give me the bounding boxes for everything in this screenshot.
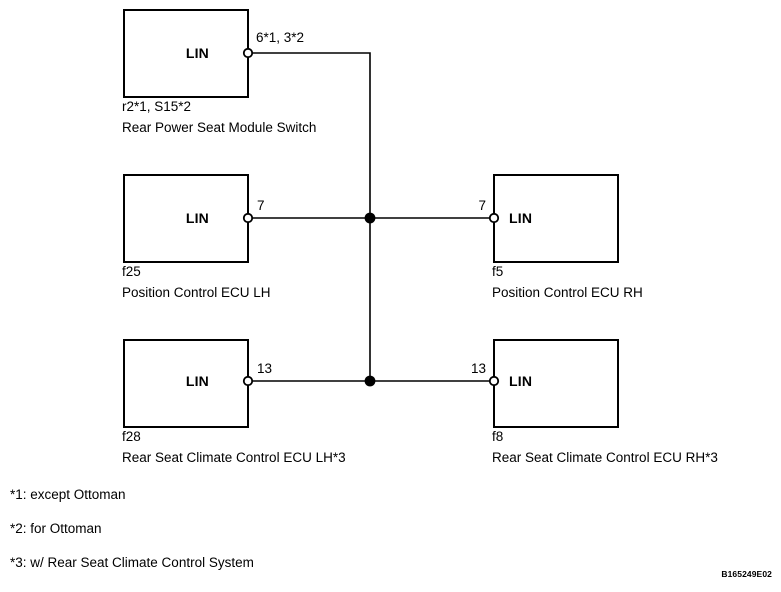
footnote-1: *1: except Ottoman	[10, 487, 126, 502]
component-box-rear-power-seat-module-switch	[123, 9, 249, 98]
node-name-rear-seat-climate-control-ecu-lh: Rear Seat Climate Control ECU LH*3	[122, 450, 346, 465]
pin-number-position-control-ecu-lh: 7	[257, 198, 265, 213]
footnote-3: *3: w/ Rear Seat Climate Control System	[10, 555, 254, 570]
terminal-position-control-ecu-lh	[242, 212, 254, 224]
node-id-position-control-ecu-lh: f25	[122, 264, 141, 279]
node-name-rear-power-seat-module-switch: Rear Power Seat Module Switch	[122, 120, 317, 135]
node-name-rear-seat-climate-control-ecu-rh: Rear Seat Climate Control ECU RH*3	[492, 450, 718, 465]
junction-dot-upper	[364, 212, 376, 224]
pin-number-rear-seat-climate-control-ecu-lh: 13	[257, 361, 273, 376]
terminal-rear-seat-climate-control-ecu-rh	[488, 375, 500, 387]
junction-dot-lower	[364, 375, 376, 387]
component-box-position-control-ecu-lh	[123, 174, 249, 263]
node-id-rear-seat-climate-control-ecu-rh: f8	[492, 429, 504, 444]
port-label-position-control-ecu-rh: LIN	[509, 210, 533, 226]
component-box-position-control-ecu-rh	[493, 174, 619, 263]
node-id-rear-seat-climate-control-ecu-lh: f28	[122, 429, 141, 444]
terminal-rear-power-seat-module-switch	[242, 47, 254, 59]
document-code: B165249E02	[721, 569, 772, 579]
node-id-rear-power-seat-module-switch: r2*1, S15*2	[122, 99, 192, 114]
port-label-rear-seat-climate-control-ecu-rh: LIN	[509, 373, 533, 389]
pin-number-position-control-ecu-rh: 7	[478, 198, 486, 213]
port-label-position-control-ecu-lh: LIN	[185, 210, 209, 226]
wire-switch-to-bus	[252, 52, 371, 218]
node-name-position-control-ecu-rh: Position Control ECU RH	[492, 285, 643, 300]
pin-number-rear-seat-climate-control-ecu-rh: 13	[470, 361, 486, 376]
port-label-rear-power-seat-module-switch: LIN	[185, 45, 209, 61]
terminal-rear-seat-climate-control-ecu-lh	[242, 375, 254, 387]
node-name-position-control-ecu-lh: Position Control ECU LH	[122, 285, 271, 300]
node-id-position-control-ecu-rh: f5	[492, 264, 504, 279]
component-box-rear-seat-climate-control-ecu-rh	[493, 339, 619, 428]
pin-number-rear-power-seat-module-switch: 6*1, 3*2	[256, 30, 305, 45]
terminal-position-control-ecu-rh	[488, 212, 500, 224]
port-label-rear-seat-climate-control-ecu-lh: LIN	[185, 373, 209, 389]
footnote-2: *2: for Ottoman	[10, 521, 102, 536]
